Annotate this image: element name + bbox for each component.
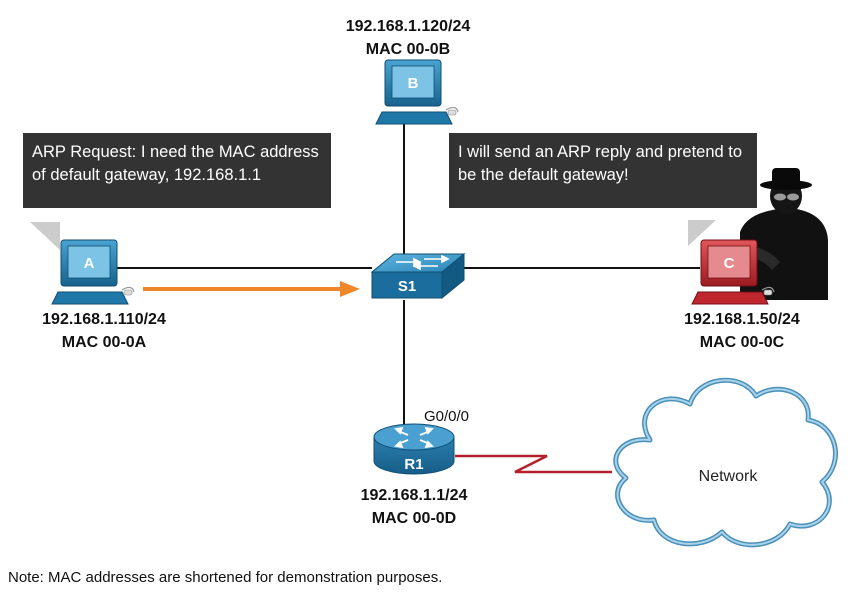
host-b-pc-icon: B bbox=[375, 59, 459, 125]
host-c-pc-icon: C bbox=[691, 239, 775, 305]
router-r1-mac: MAC 00-0D bbox=[372, 510, 456, 527]
serial-link-r1-network bbox=[455, 454, 612, 474]
host-a-pc-icon: A bbox=[51, 239, 135, 305]
router-r1-label: R1 bbox=[404, 456, 423, 473]
host-c-mac: MAC 00-0C bbox=[700, 334, 785, 351]
host-c-ip: 192.168.1.50/24 bbox=[684, 311, 800, 328]
arp-request-text-line2: of default gateway, 192.168.1.1 bbox=[32, 166, 261, 184]
network-cloud-icon: Network bbox=[613, 377, 838, 548]
attacker-bubble: I will send an ARP reply and pretend to … bbox=[449, 133, 757, 246]
router-r1-interface-label: G0/0/0 bbox=[424, 408, 469, 425]
host-b-label: B bbox=[408, 75, 419, 92]
host-b-mac: MAC 00-0B bbox=[366, 41, 450, 58]
hacker-figure-icon bbox=[740, 168, 828, 300]
footnote: Note: MAC addresses are shortened for de… bbox=[8, 569, 442, 586]
host-a-ip: 192.168.1.110/24 bbox=[42, 311, 166, 328]
host-c-label: C bbox=[724, 255, 735, 272]
switch-s1-label: S1 bbox=[398, 278, 416, 295]
arp-request-text-line1: ARP Request: I need the MAC address bbox=[32, 143, 319, 161]
switch-s1-icon: S1 bbox=[370, 252, 466, 300]
arp-request-bubble: ARP Request: I need the MAC address of d… bbox=[23, 133, 331, 250]
host-b-ip: 192.168.1.120/24 bbox=[346, 18, 471, 35]
host-a-label: A bbox=[84, 255, 95, 272]
router-r1-ip: 192.168.1.1/24 bbox=[361, 487, 468, 504]
host-a-mac: MAC 00-0A bbox=[62, 334, 147, 351]
arp-request-arrow bbox=[143, 281, 360, 297]
attacker-text-line2: be the default gateway! bbox=[458, 166, 629, 184]
network-cloud-label: Network bbox=[699, 468, 759, 485]
router-r1-icon: R1 bbox=[373, 423, 455, 475]
attacker-text-line1: I will send an ARP reply and pretend to bbox=[458, 143, 742, 161]
